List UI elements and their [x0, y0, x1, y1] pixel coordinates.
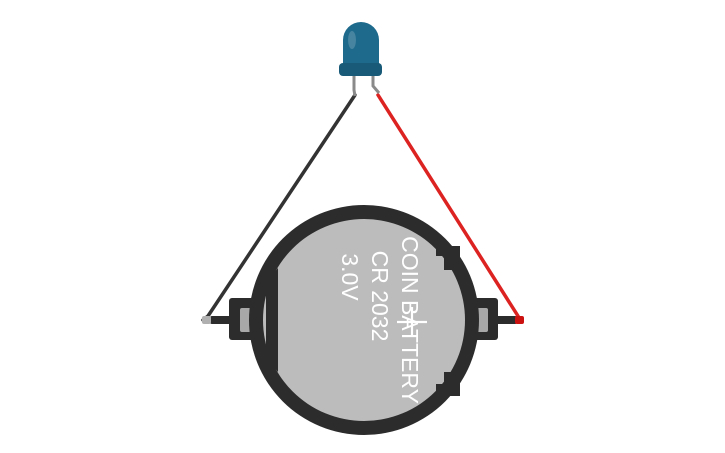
plus-symbol [397, 307, 427, 337]
positive-pin-end [515, 316, 524, 324]
coin-battery-icon[interactable]: COIN BATTERY CR 2032 3.0V [202, 205, 524, 435]
led-dome [343, 22, 379, 66]
led-rim [339, 63, 382, 76]
clip-top-right [436, 246, 460, 270]
clip-left [266, 268, 278, 372]
led-icon[interactable] [339, 22, 382, 97]
positive-pin [495, 316, 517, 324]
led-cathode-leg [352, 76, 357, 97]
battery-face [263, 219, 465, 421]
holder-clips [266, 246, 460, 396]
negative-pin [210, 316, 232, 324]
negative-pin-end [202, 316, 211, 324]
clip-bottom-right [436, 372, 460, 396]
led-anode-leg [371, 76, 381, 94]
battery-label-line3: 3.0V [337, 253, 363, 301]
led-highlight [348, 31, 356, 49]
battery-label-line2: CR 2032 [367, 251, 393, 342]
battery-label: COIN BATTERY CR 2032 3.0V [337, 236, 423, 404]
battery-label-line1: COIN BATTERY [397, 236, 423, 404]
